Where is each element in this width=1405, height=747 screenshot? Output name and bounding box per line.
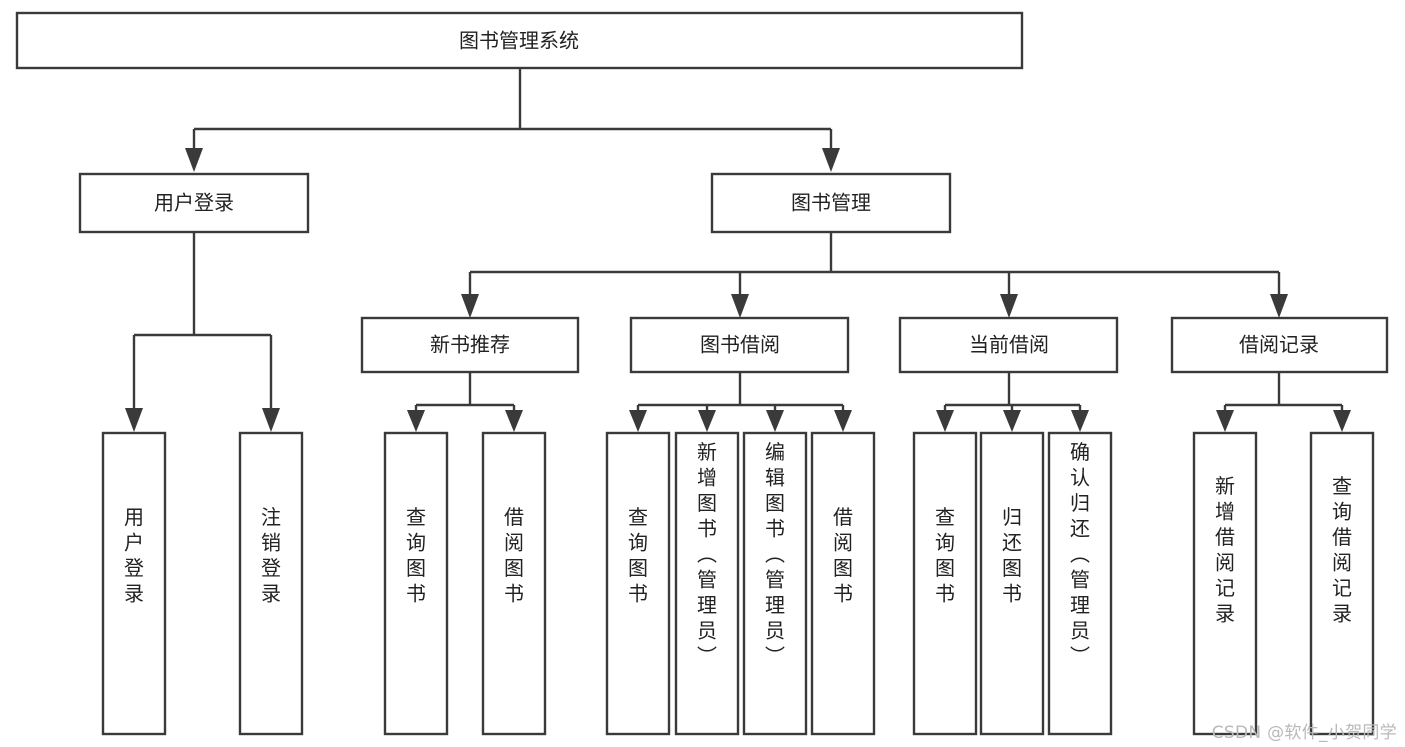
node-user-login-box[interactable] (78, 172, 310, 234)
node-borrow-record[interactable]: 借阅记录 (1170, 316, 1389, 374)
leaf-node[interactable]: 新增图书︵管理员︶ (674, 431, 740, 736)
leaf-node[interactable]: 查询图书 (605, 431, 671, 736)
arrowhead-bb-0 (629, 410, 647, 432)
leaf-label-nbr-1: 借阅图书 (504, 505, 524, 606)
leaf-label-cb-0: 查询图书 (935, 505, 955, 606)
arrowhead-ul-leaf-0 (125, 408, 143, 432)
leaf-node[interactable]: 查询图书 (912, 431, 978, 736)
node-root-box[interactable] (15, 11, 1024, 70)
arrowhead-cb-2 (1071, 410, 1089, 432)
node-new-book-recommend[interactable]: 新书推荐 (360, 316, 580, 374)
node-user-login[interactable]: 用户登录 (78, 172, 310, 234)
node-book-management-label: 图书管理 (791, 191, 871, 215)
leaf-box-ul-1[interactable] (238, 431, 304, 736)
connector-layer (125, 68, 1351, 432)
node-current-borrow-box[interactable] (898, 316, 1119, 374)
leaf-label-bb-3: 借阅图书 (833, 505, 853, 606)
arrowhead-l3-3 (1270, 294, 1288, 318)
arrowhead-user-login (185, 148, 203, 172)
leaf-node[interactable]: 编辑图书︵管理员︶ (742, 431, 808, 736)
leaf-box-cb-0[interactable] (912, 431, 978, 736)
leaf-node[interactable]: 注销登录 (238, 431, 304, 736)
node-current-borrow-label: 当前借阅 (969, 333, 1049, 357)
node-book-borrow[interactable]: 图书借阅 (629, 316, 850, 374)
node-borrow-record-box[interactable] (1170, 316, 1389, 374)
node-book-management[interactable]: 图书管理 (710, 172, 952, 234)
leaf-label-ul-0: 用户登录 (124, 505, 144, 606)
leaf-box-nbr-0[interactable] (383, 431, 449, 736)
arrowhead-l3-2 (1000, 294, 1018, 318)
leaf-box-br-1[interactable] (1309, 431, 1375, 736)
leaf-node[interactable]: 查询借阅记录 (1309, 431, 1375, 736)
leaf-label-cb-2: 确认归还︵管理员︶ (1070, 440, 1090, 668)
leaf-box-cb-2[interactable] (1047, 431, 1113, 736)
leaf-label-br-1: 查询借阅记录 (1332, 474, 1352, 626)
arrowhead-bb-3 (834, 410, 852, 432)
leaf-node[interactable]: 借阅图书 (481, 431, 547, 736)
leaf-label-bb-2: 编辑图书︵管理员︶ (765, 440, 785, 668)
leaf-box-br-0[interactable] (1192, 431, 1258, 736)
arrowhead-br-0 (1216, 410, 1234, 432)
leaf-label-bb-1: 新增图书︵管理员︶ (697, 440, 717, 668)
node-book-management-box[interactable] (710, 172, 952, 234)
arrowhead-br-1 (1333, 410, 1351, 432)
leaf-box-ul-0[interactable] (101, 431, 167, 736)
leaf-node[interactable]: 查询图书 (383, 431, 449, 736)
leaf-box-nbr-1[interactable] (481, 431, 547, 736)
leaf-label-br-0: 新增借阅记录 (1215, 474, 1235, 626)
arrowhead-book-manage (822, 148, 840, 172)
leaf-box-bb-2[interactable] (742, 431, 808, 736)
leaf-node[interactable]: 用户登录 (101, 431, 167, 736)
arrowhead-bb-2 (766, 410, 784, 432)
leaf-box-bb-1[interactable] (674, 431, 740, 736)
arrowhead-cb-1 (1003, 410, 1021, 432)
node-root-label: 图书管理系统 (459, 29, 579, 53)
node-new-book-recommend-box[interactable] (360, 316, 580, 374)
arrowhead-bb-1 (698, 410, 716, 432)
leaf-box-cb-1[interactable] (979, 431, 1045, 736)
leaf-label-ul-1: 注销登录 (261, 505, 281, 606)
leaf-label-nbr-0: 查询图书 (406, 505, 426, 606)
leaf-node[interactable]: 归还图书 (979, 431, 1045, 736)
arrowhead-ul-leaf-1 (262, 408, 280, 432)
node-root[interactable]: 图书管理系统 (15, 11, 1024, 70)
arrowhead-cb-0 (936, 410, 954, 432)
leaf-node[interactable]: 确认归还︵管理员︶ (1047, 431, 1113, 736)
leaf-label-bb-0: 查询图书 (628, 505, 648, 606)
csdn-watermark: CSDN @软件_小贺同学 (1211, 723, 1397, 743)
node-book-borrow-box[interactable] (629, 316, 850, 374)
leaf-box-bb-0[interactable] (605, 431, 671, 736)
arrowhead-l3-0 (461, 294, 479, 318)
leaf-node[interactable]: 借阅图书 (810, 431, 876, 736)
arrowhead-nbr-1 (505, 410, 523, 432)
node-borrow-record-label: 借阅记录 (1239, 333, 1319, 357)
node-book-borrow-label: 图书借阅 (700, 333, 780, 357)
leaf-label-cb-1: 归还图书 (1002, 505, 1022, 606)
node-current-borrow[interactable]: 当前借阅 (898, 316, 1119, 374)
arrowhead-l3-1 (731, 294, 749, 318)
leaf-box-bb-3[interactable] (810, 431, 876, 736)
leaf-node[interactable]: 新增借阅记录 (1192, 431, 1258, 736)
node-user-login-label: 用户登录 (154, 191, 234, 215)
node-new-book-recommend-label: 新书推荐 (430, 333, 510, 357)
arrowhead-nbr-0 (407, 410, 425, 432)
